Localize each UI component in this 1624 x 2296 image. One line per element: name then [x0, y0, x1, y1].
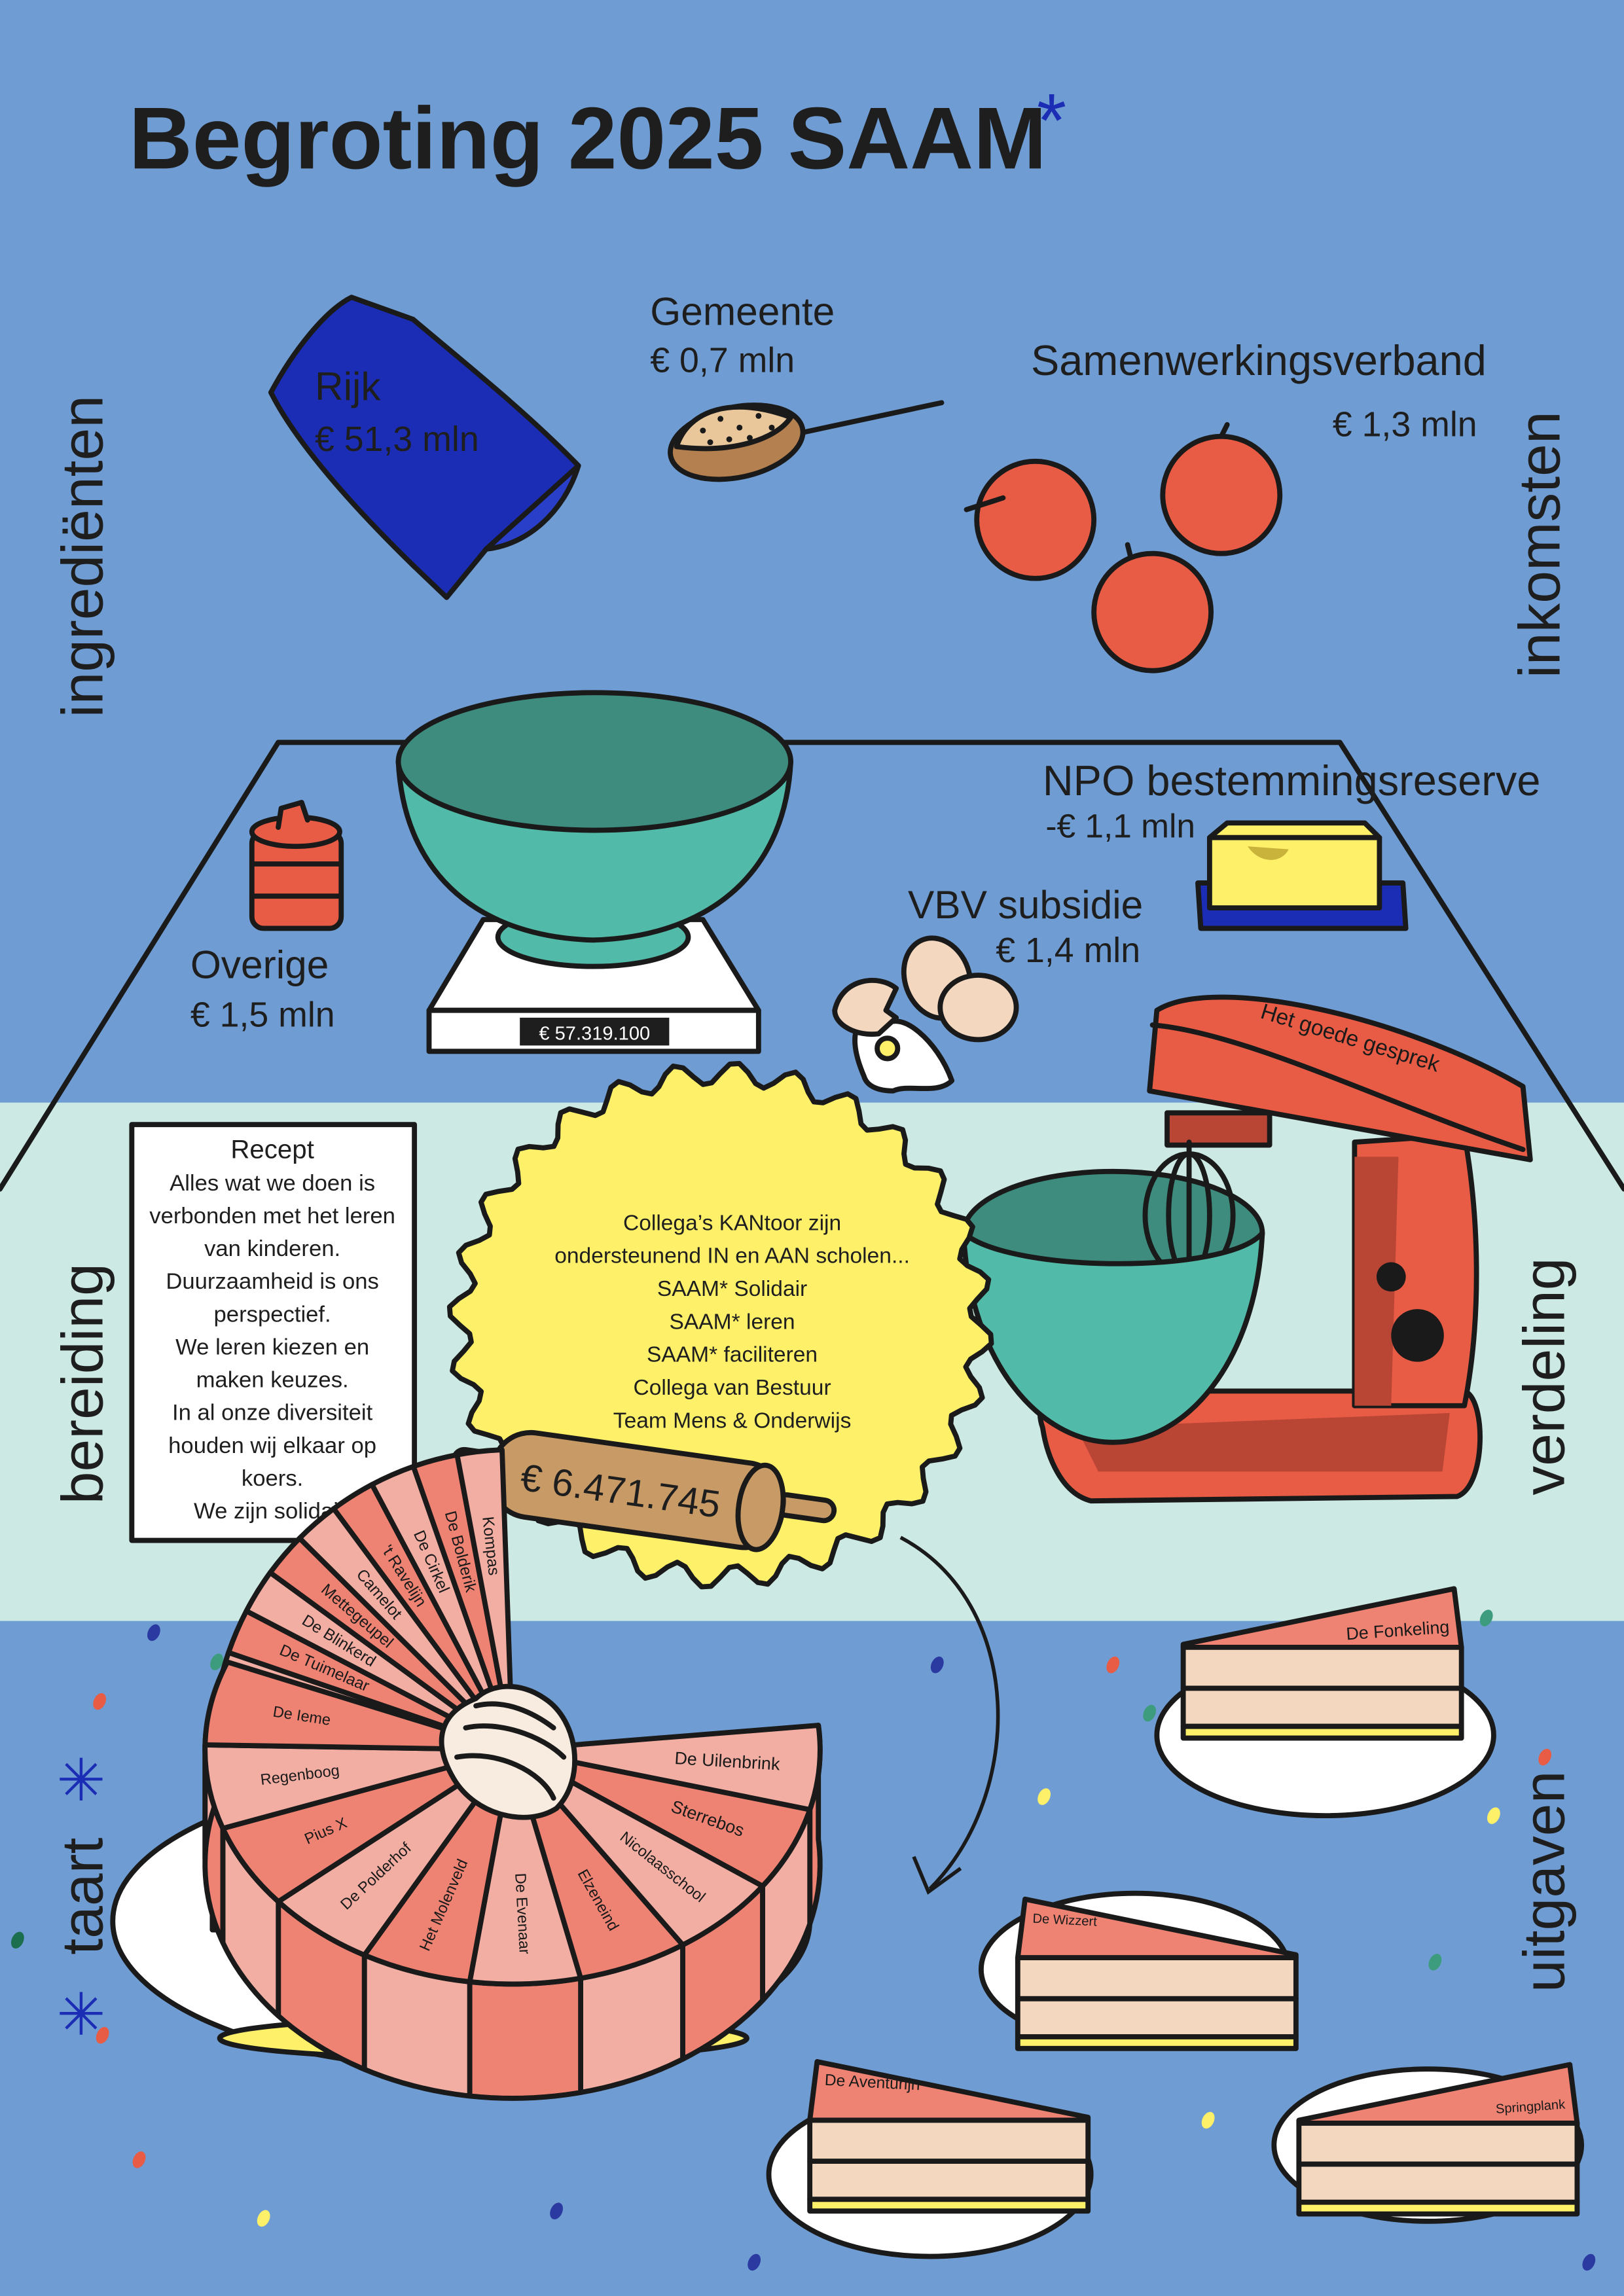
office-line: Collega van Bestuur — [634, 1376, 831, 1400]
side-label-cake: taart — [50, 1838, 115, 1955]
rijk-label: Rijk — [315, 364, 381, 408]
recipe-line: verbonden met het leren — [149, 1204, 395, 1229]
confetti-dot — [1201, 2111, 1215, 2129]
office-line: Team Mens & Onderwijs — [613, 1408, 852, 1433]
confetti-dot — [147, 1624, 160, 1641]
side-label-expenses: uitgaven — [1511, 1771, 1576, 1992]
confetti-dot — [748, 2253, 761, 2271]
recipe-line: In al onze diversiteit — [172, 1401, 373, 1426]
samenwerkingsverband-label: Samenwerkingsverband — [1031, 336, 1487, 384]
side-label-distribution: verdeling — [1511, 1257, 1576, 1495]
slice-label: De Wizzert — [1032, 1911, 1098, 1929]
npo-amount: -€ 1,1 mln — [1045, 807, 1195, 845]
confetti-dot — [96, 2026, 109, 2044]
cake-illustration: De KlimboomDe TeugelaarUilenspiegelDe Tu… — [110, 1447, 823, 2101]
cake-slice: De Aventurijn — [766, 2059, 1094, 2259]
side-label-income: inkomsten — [1507, 411, 1572, 678]
recipe-title: Recept — [230, 1135, 314, 1164]
confetti-dot — [1538, 1748, 1552, 1766]
overige-amount: € 1,5 mln — [190, 995, 335, 1034]
cake-slice: De Fonkeling — [1154, 1586, 1496, 1819]
stand-mixer-icon — [961, 994, 1533, 1504]
recipe-card — [129, 1122, 418, 1543]
cake-slice: De Wizzert — [978, 1890, 1299, 2051]
office-line: SAAM* faciliteren — [647, 1343, 818, 1367]
recipe-line: koers. — [242, 1466, 303, 1491]
recipe-line: houden wij elkaar op — [168, 1433, 376, 1458]
confetti-dot — [1479, 1609, 1493, 1626]
asterisk-icon: ✳ — [50, 1989, 115, 2038]
confetti-dot — [1428, 1954, 1442, 1971]
confetti-dot — [1106, 1656, 1120, 1674]
vbv-amount: € 1,4 mln — [996, 931, 1140, 970]
confetti-dot — [1582, 2253, 1596, 2271]
side-label-ingredients: ingrediënten — [50, 395, 115, 717]
cake-wedge — [202, 1742, 515, 1831]
confetti-dot — [1038, 1788, 1051, 1805]
page-title: Begroting 2025 SAAM — [129, 89, 1047, 187]
tin-can-icon — [249, 800, 344, 931]
confetti-dot — [930, 1656, 944, 1674]
cake-wedge — [220, 1747, 515, 1905]
cake-wedge — [510, 1747, 813, 1889]
overige-label: Overige — [190, 942, 329, 986]
sugar-spoon-icon — [668, 400, 945, 482]
recipe-text: Alles wat we doen is verbonden met het le… — [149, 1171, 395, 1524]
confetti-dot — [257, 2210, 270, 2227]
confetti-dot — [1143, 1704, 1157, 1722]
cake-wedge — [510, 1747, 765, 1948]
confetti-dot — [1487, 1807, 1500, 1824]
cake-wedge — [202, 1659, 515, 1753]
cake-side-panel — [467, 1975, 584, 2101]
gemeente-label: Gemeente — [650, 289, 835, 334]
cake-wedge — [276, 1747, 515, 1958]
office-line: Collega’s KANtoor zijn — [623, 1211, 841, 1235]
asterisk-icon: ✳ — [50, 1755, 115, 1804]
recipe-line: maken keuzes. — [196, 1368, 349, 1393]
recipe-line: We leren kiezen en — [175, 1335, 369, 1359]
cake-wedge — [454, 1447, 515, 1753]
apples-icon — [964, 422, 1283, 673]
mixing-bowl-icon — [395, 690, 793, 969]
cake-wedge — [510, 1723, 823, 1812]
title-asterisk: * — [1037, 78, 1066, 163]
vbv-label: VBV subsidie — [908, 882, 1143, 927]
recipe-line: van kinderen. — [204, 1236, 340, 1261]
side-label-preparation: bereiding — [50, 1263, 115, 1504]
office-line: ondersteunend IN en AAN scholen... — [554, 1244, 910, 1268]
confetti-dot — [550, 2202, 564, 2219]
cake-wedge — [467, 1747, 584, 1987]
cake-slice: Springplank — [1271, 2062, 1585, 2224]
eggs-icon — [832, 935, 1019, 1094]
confetti-dot — [210, 1653, 223, 1670]
confetti-dot — [10, 1931, 24, 1949]
recipe-line: perspectief. — [214, 1302, 331, 1327]
side-label-cake-group: ✳ taart ✳ — [50, 1755, 115, 2038]
npo-label: NPO bestemmingsreserve — [1043, 757, 1541, 804]
office-line: SAAM* leren — [670, 1310, 795, 1334]
total-income-display: € 57.319.100 — [539, 1023, 650, 1044]
whipped-cream-icon — [439, 1683, 577, 1820]
cake-wedge — [361, 1747, 515, 1984]
gemeente-amount: € 0,7 mln — [650, 340, 795, 380]
butter-icon — [1195, 820, 1409, 931]
confetti-dot — [132, 2151, 146, 2168]
confetti-dot — [93, 1693, 107, 1710]
office-line: SAAM* Solidair — [657, 1277, 807, 1301]
rijk-amount: € 51,3 mln — [315, 420, 479, 459]
recipe-line: Duurzaamheid is ons — [166, 1269, 379, 1294]
recipe-line: Alles wat we doen is — [170, 1171, 375, 1196]
office-text: Collega’s KANtoor zijn ondersteunend IN e… — [554, 1211, 910, 1433]
samenwerkingsverband-amount: € 1,3 mln — [1333, 405, 1477, 444]
rijk-cloth-icon — [268, 295, 581, 600]
arrow-icon — [899, 1535, 1000, 1895]
table-outline — [0, 740, 1624, 1192]
